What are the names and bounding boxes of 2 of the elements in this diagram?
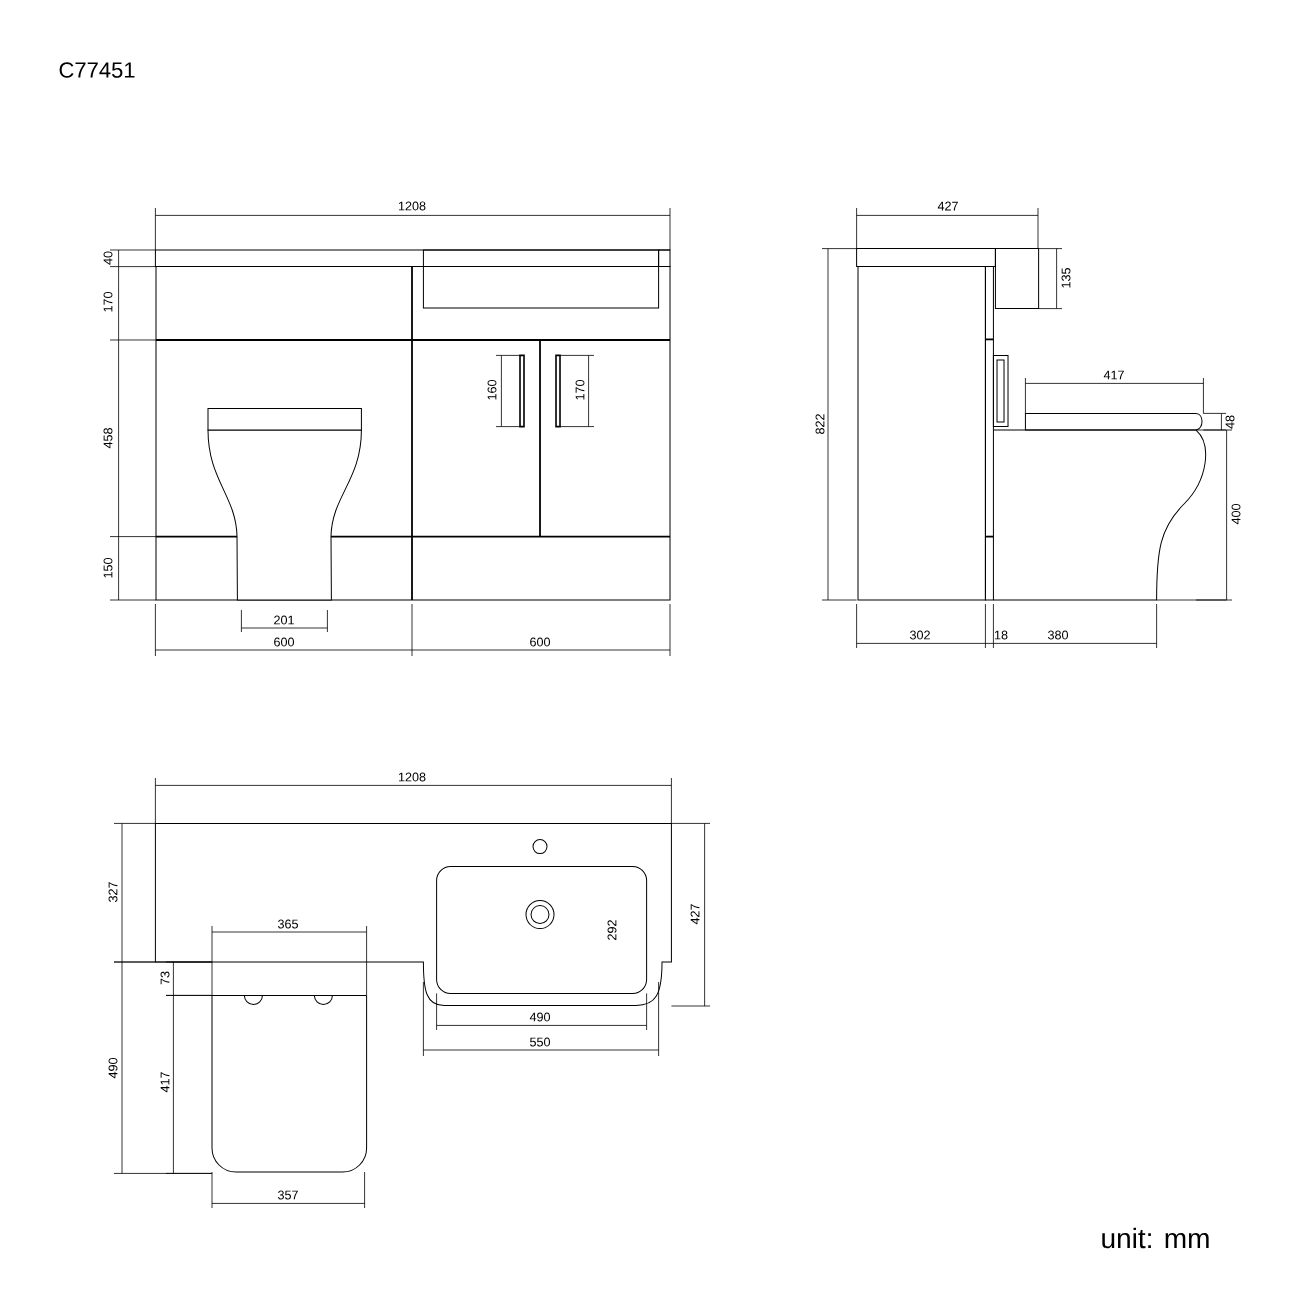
unit-note: unit: mm [1102, 1227, 1209, 1249]
title: C77451 [59, 62, 135, 78]
